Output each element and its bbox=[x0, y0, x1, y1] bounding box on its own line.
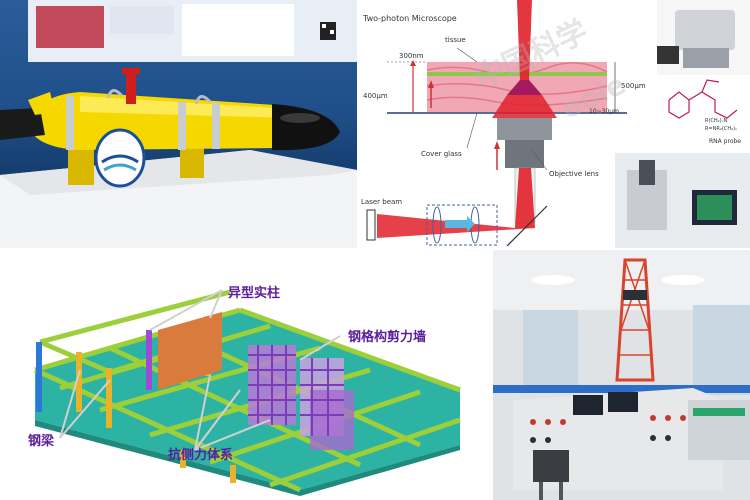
steel-lattice-wall bbox=[248, 345, 354, 450]
poster-photo bbox=[36, 6, 104, 48]
structure-model: 异型实柱 钢格构剪力墙 钢梁 抗侧力体系 bbox=[0, 250, 493, 500]
laser-cone-bottom bbox=[492, 95, 557, 118]
pipe-rack bbox=[493, 385, 750, 393]
auv-nose bbox=[272, 104, 340, 151]
microscope-title: Two-photon Microscope bbox=[363, 14, 457, 23]
auv-emblem bbox=[94, 128, 146, 188]
chair bbox=[533, 450, 569, 482]
label-steel-shear-wall: 钢格构剪力墙 bbox=[348, 330, 427, 345]
laser-path-vertical bbox=[515, 168, 535, 228]
objective-lens-label: Objective lens bbox=[549, 170, 599, 178]
shear-wall bbox=[158, 312, 222, 390]
beam-arrow bbox=[445, 216, 475, 232]
chem-label-a: R(CH₂)ₙN bbox=[705, 118, 728, 124]
laser-beam-label: Laser beam bbox=[361, 198, 403, 206]
rna-probe-label: RNA probe bbox=[709, 138, 741, 145]
mirror bbox=[506, 205, 548, 247]
laser-source bbox=[366, 209, 376, 241]
label-steel-beam: 钢梁 bbox=[28, 434, 55, 449]
tissue-label: tissue bbox=[445, 36, 466, 44]
window bbox=[523, 310, 578, 390]
poster-text-block bbox=[110, 6, 174, 34]
leader-lines bbox=[59, 289, 341, 451]
lab-illustration bbox=[493, 250, 750, 500]
dim-500-label: 500μm bbox=[621, 82, 646, 90]
objective-lens bbox=[497, 118, 552, 140]
cover-glass-label: Cover glass bbox=[421, 150, 462, 158]
dim-small-label: 10~30μm bbox=[589, 108, 619, 115]
auv-tail bbox=[0, 108, 45, 140]
label-lateral-system: 抗侧力体系 bbox=[168, 448, 234, 463]
poster-panel bbox=[182, 4, 294, 56]
column bbox=[36, 342, 42, 412]
chem-label-b: R=NR₂(CH₂)ₙ bbox=[705, 126, 738, 132]
drilling-lab-photo bbox=[493, 250, 750, 500]
auv-illustration bbox=[0, 0, 357, 248]
dim-400-label: 400μm bbox=[363, 92, 388, 100]
dim-300-label: 300nm bbox=[399, 52, 424, 60]
label-special-column: 异型实柱 bbox=[228, 286, 281, 301]
beam-expander bbox=[426, 204, 498, 246]
laser-cone-top bbox=[517, 0, 532, 80]
auv-photo bbox=[0, 0, 357, 248]
structure-illustration bbox=[33, 289, 461, 496]
microscope-illustration bbox=[366, 0, 750, 248]
derrick-tower bbox=[615, 258, 655, 382]
monitor-left bbox=[573, 395, 603, 415]
microscope-diagram: Two-photon Microscope tissue 300nm 400μm… bbox=[357, 0, 750, 248]
monitor-right bbox=[608, 392, 638, 412]
auv-mast bbox=[126, 72, 136, 104]
focal-plane bbox=[427, 72, 607, 76]
